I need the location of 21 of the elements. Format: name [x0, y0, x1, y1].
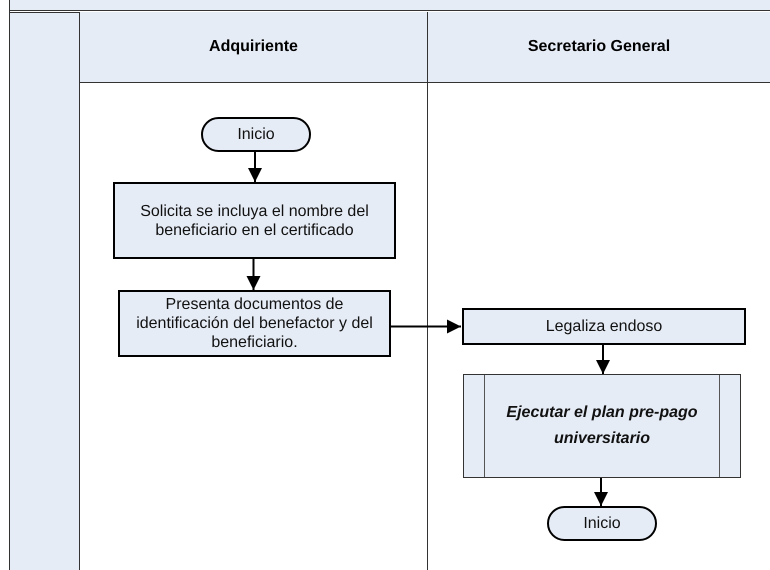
swimlane — [427, 12, 770, 570]
step-label: Presenta documentos de identificación del benefactor y del beneficiario. — [135, 295, 374, 352]
lane-title: Secretario General — [528, 38, 670, 56]
arrow — [390, 320, 461, 334]
step-label: Ejecutar el plan pre-pago universitario — [505, 403, 699, 449]
process-box — [113, 182, 396, 259]
terminator-label: Inicio — [583, 514, 621, 533]
arrow — [246, 259, 260, 290]
process-box — [118, 290, 391, 357]
process-box — [462, 308, 746, 345]
arrow — [596, 345, 610, 374]
terminator-label: Inicio — [237, 125, 275, 144]
predefined-process-box — [463, 374, 741, 478]
step-label: Solicita se incluya el nombre del beneficiario en el certificado — [139, 202, 370, 240]
terminator-box — [201, 117, 311, 152]
lane-title: Adquiriente — [209, 38, 298, 56]
terminator-box — [547, 506, 657, 541]
arrow — [248, 152, 262, 182]
arrow — [594, 478, 608, 506]
swimlane — [79, 12, 427, 570]
step-label: Legaliza endoso — [546, 317, 662, 336]
